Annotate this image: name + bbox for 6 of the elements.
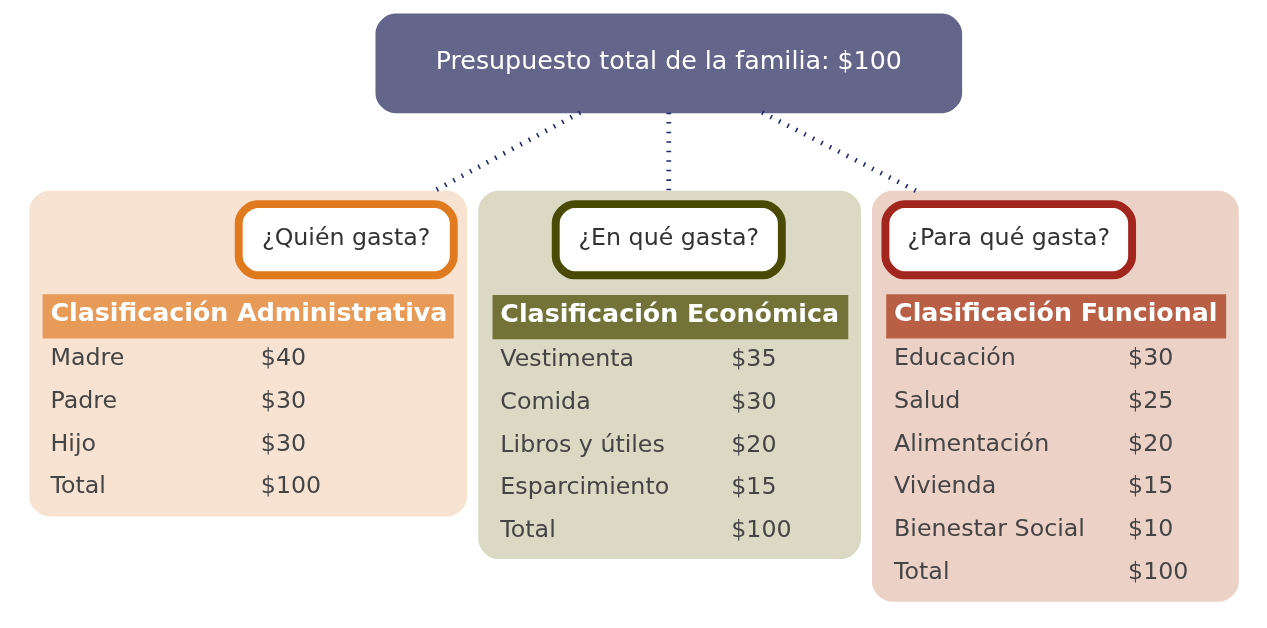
node-box: ¿Para qué gasta?	[880, 200, 1136, 280]
node-box: ¿Quién gasta?	[234, 200, 458, 280]
connector	[665, 112, 671, 192]
connector	[760, 110, 918, 194]
node-box: ¿En qué gasta?	[551, 200, 786, 280]
node-box: Presupuesto total de la familia: $100	[374, 13, 962, 114]
